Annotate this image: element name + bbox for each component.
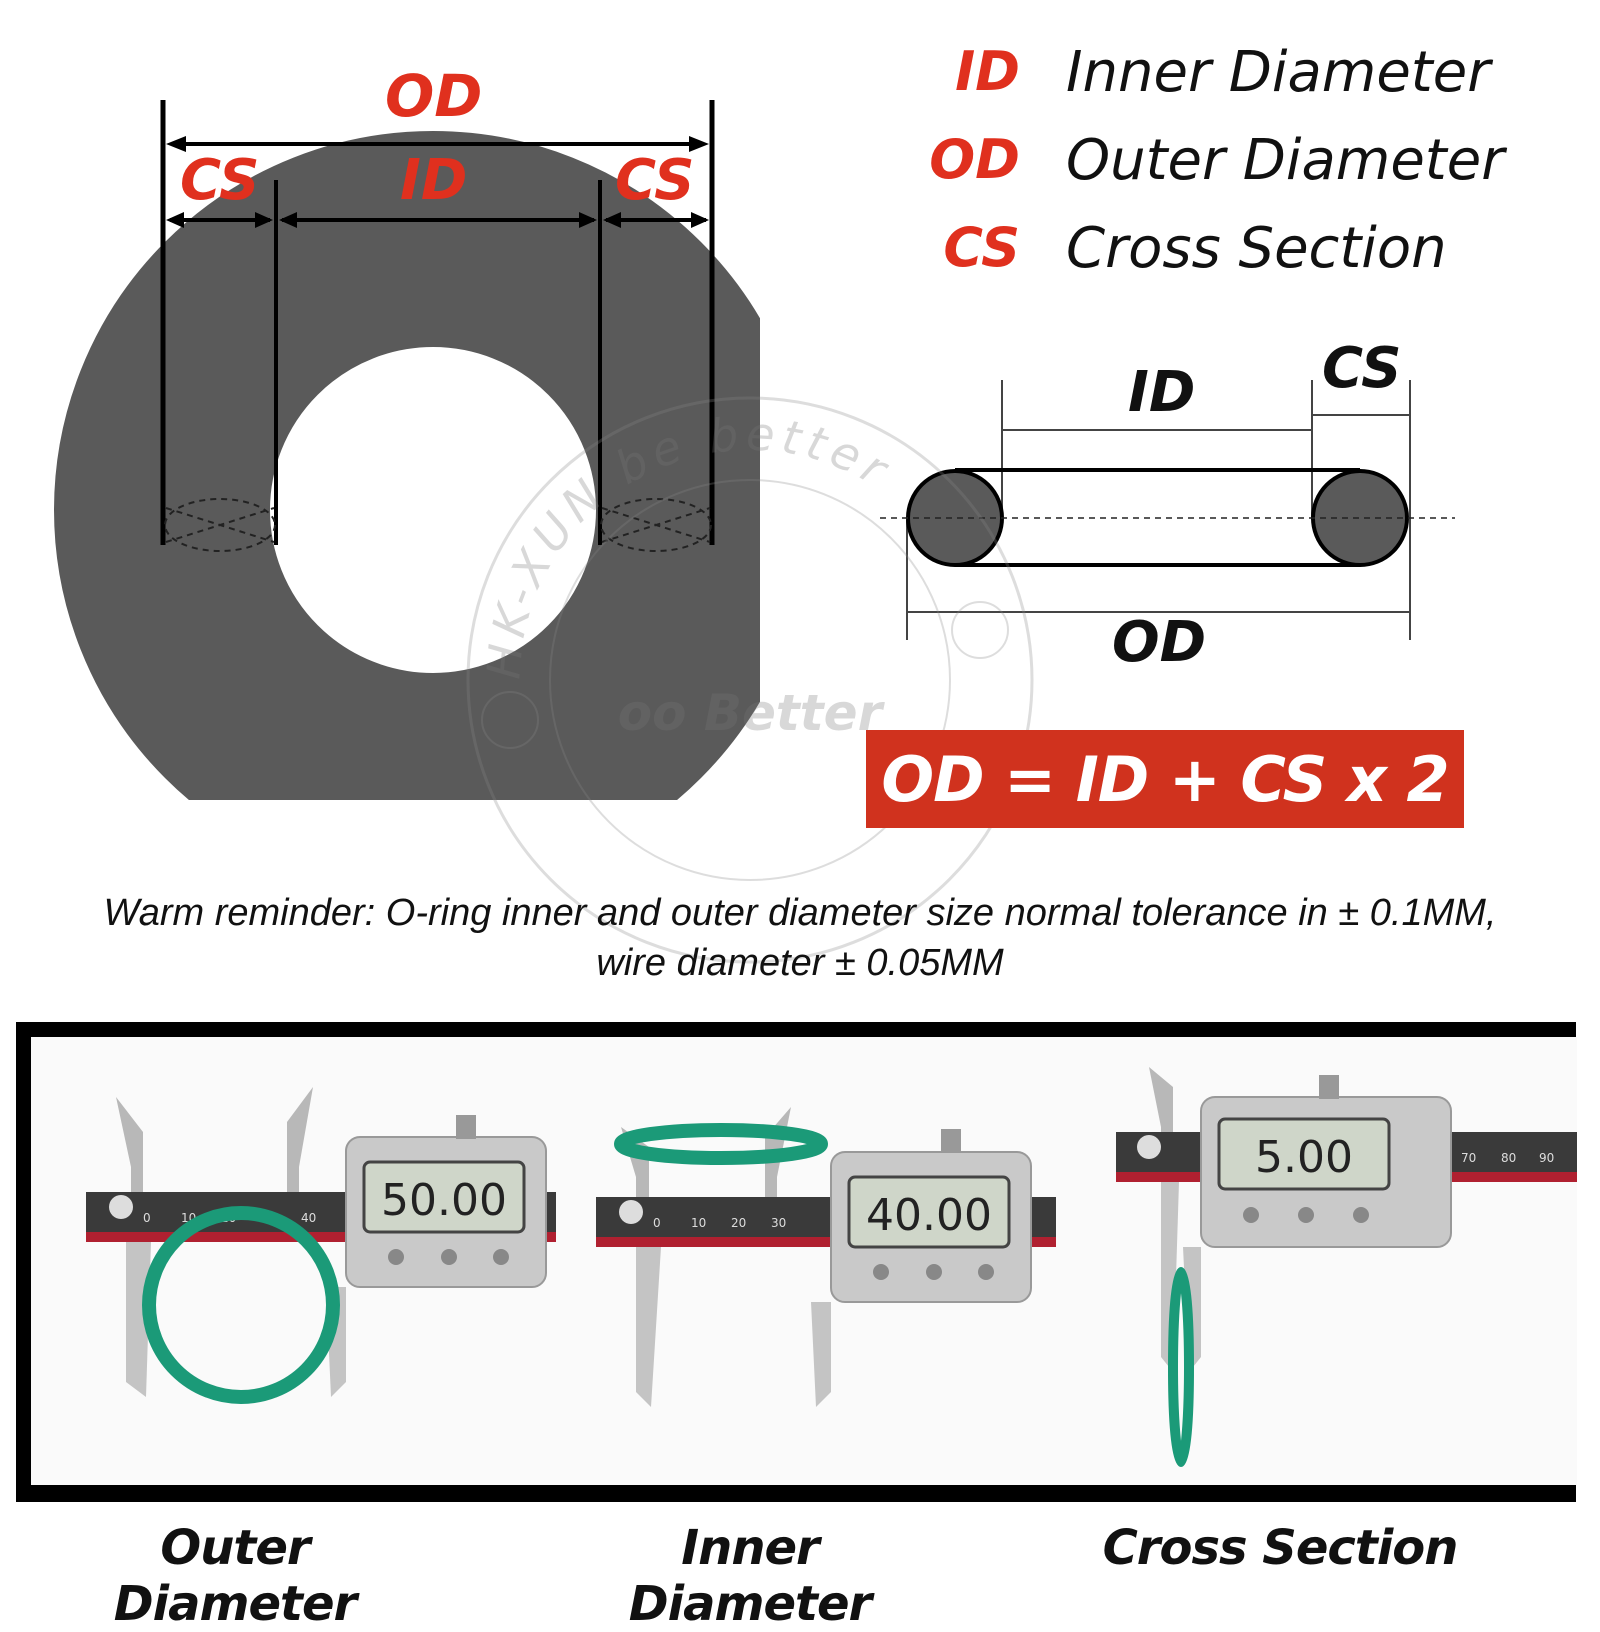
legend-text-cs: Cross Section xyxy=(1066,216,1447,281)
id-arrow-right xyxy=(579,212,597,228)
watermark-ring-text: HK-XUN be better xyxy=(476,406,901,680)
legend-keys: ID OD CS xyxy=(900,40,1020,300)
legend-key-od: OD xyxy=(929,128,1020,191)
oring-cross-section-diagram xyxy=(880,380,1455,640)
cross-section-dashes xyxy=(164,498,712,552)
caliper-display-2 xyxy=(847,1175,1011,1249)
cs-left-arrow-b xyxy=(255,212,273,228)
svg-text:20: 20 xyxy=(731,1216,746,1230)
xs-cs-label: CS xyxy=(1322,336,1402,401)
cs-right-arrow-b xyxy=(691,212,709,228)
svg-text:40: 40 xyxy=(301,1211,316,1225)
cs-right-label: CS xyxy=(615,148,695,213)
id-label: ID xyxy=(400,148,468,213)
caliper-panel-cross-section: 70 80 90 5.00 xyxy=(1116,1067,1577,1467)
cs-left-arrow-a xyxy=(166,212,184,228)
panel-label-cross-section: Cross Section xyxy=(1102,1520,1459,1576)
cs-right-arrow-a xyxy=(603,212,621,228)
watermark-outer-ring xyxy=(466,396,1034,964)
xs-od-label: OD xyxy=(1112,610,1207,675)
reminder-line-1: Warm reminder: O-ring inner and outer di… xyxy=(103,892,1497,934)
od-arrow-right xyxy=(689,136,709,152)
od-label: OD xyxy=(385,62,483,130)
legend-text-od: Outer Diameter xyxy=(1066,128,1505,193)
caliper-display-1 xyxy=(362,1160,526,1234)
oring-photo-3 xyxy=(1168,1267,1194,1467)
panel-label-outer-diameter: Outer Diameter xyxy=(113,1520,357,1632)
formula-banner: OD = ID + CS x 2 xyxy=(866,730,1464,828)
caliper-reading-3: 5.00 xyxy=(1255,1132,1353,1183)
id-arrow-left xyxy=(279,212,297,228)
cs-left-label: CS xyxy=(180,148,260,213)
caliper-reading-2: 40.00 xyxy=(866,1190,992,1241)
svg-text:30: 30 xyxy=(771,1216,786,1230)
watermark-dot-icon-right xyxy=(951,601,1009,659)
oring-photo-2 xyxy=(614,1123,828,1165)
oring-photo-1 xyxy=(142,1206,340,1404)
watermark-brand: oo Better xyxy=(618,684,886,742)
caliper-photos: 0 10 20 30 40 50.00 xyxy=(86,1067,1577,1467)
caliper-display-3 xyxy=(1217,1117,1391,1191)
svg-text:80: 80 xyxy=(1501,1151,1516,1165)
caliper-reading-1: 50.00 xyxy=(381,1175,507,1226)
caliper-panel-outer-diameter: 0 10 20 30 40 50.00 xyxy=(86,1087,556,1404)
panel-label-inner-diameter: Inner Diameter xyxy=(628,1520,872,1632)
oring-front-diagram xyxy=(54,100,760,800)
legend-key-cs: CS xyxy=(943,216,1020,279)
watermark-inner-ring xyxy=(549,479,951,881)
svg-text:90: 90 xyxy=(1539,1151,1554,1165)
xs-id-label: ID xyxy=(1128,360,1196,425)
watermark-dot-icon-left xyxy=(481,691,539,749)
legend-text-id: Inner Diameter xyxy=(1066,40,1491,105)
svg-text:0: 0 xyxy=(653,1216,661,1230)
measurement-photo-strip: 0 10 20 30 40 50.00 xyxy=(16,1022,1577,1502)
svg-text:0: 0 xyxy=(143,1211,151,1225)
caliper-panel-inner-diameter: 0 10 20 30 40.00 xyxy=(596,1107,1056,1407)
reminder-line-2: wire diameter ± 0.05MM xyxy=(596,942,1004,984)
xs-right-section xyxy=(1311,469,1409,567)
watermark-seal: HK-XUN be better oo Better xyxy=(466,396,1034,964)
svg-text:70: 70 xyxy=(1461,1151,1476,1165)
od-arrow-left xyxy=(166,136,186,152)
photo-strip-inner: 0 10 20 30 40 50.00 xyxy=(31,1037,1577,1485)
legend-key-id: ID xyxy=(955,40,1020,103)
svg-text:10: 10 xyxy=(691,1216,706,1230)
